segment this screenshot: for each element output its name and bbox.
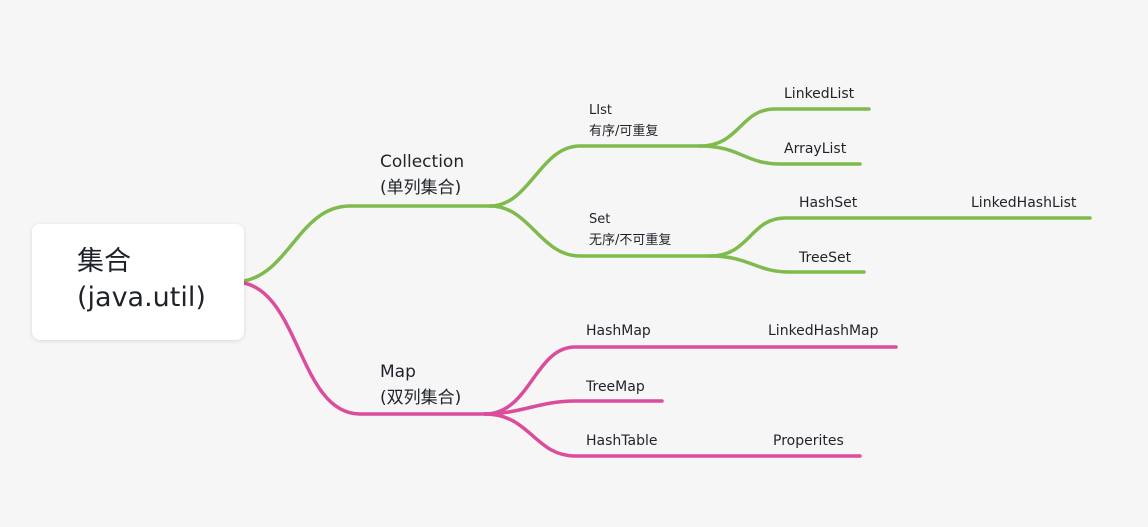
connector-root-collection bbox=[242, 204, 492, 283]
connector-root-map bbox=[242, 281, 487, 416]
linkedhashmap-node[interactable]: LinkedHashMap bbox=[768, 323, 879, 339]
connector-map-hashmap bbox=[483, 345, 898, 416]
set-subtitle: 无序/不可重复 bbox=[589, 233, 672, 248]
connector-set-hashset bbox=[708, 216, 1092, 258]
list-node[interactable]: LIst 有序/可重复 bbox=[589, 100, 658, 142]
connector-list-linkedlist bbox=[698, 107, 871, 148]
properites-node[interactable]: Properites bbox=[773, 433, 844, 449]
linkedhashlist-node[interactable]: LinkedHashList bbox=[971, 195, 1077, 211]
hashmap-node[interactable]: HashMap bbox=[586, 323, 651, 339]
root-title: 集合 bbox=[77, 246, 131, 277]
connector-set-treeset bbox=[708, 254, 866, 274]
treemap-node[interactable]: TreeMap bbox=[586, 379, 645, 395]
root-node[interactable]: 集合 (java.util) bbox=[32, 224, 244, 340]
connector-collection-set bbox=[488, 204, 712, 258]
list-title: LIst bbox=[589, 103, 612, 118]
map-subtitle: (双列集合) bbox=[380, 388, 462, 408]
linkedlist-node[interactable]: LinkedList bbox=[784, 86, 855, 102]
map-title: Map bbox=[380, 362, 416, 382]
list-subtitle: 有序/可重复 bbox=[589, 124, 659, 139]
collection-title: Collection bbox=[380, 152, 465, 172]
arraylist-node[interactable]: ArrayList bbox=[784, 141, 847, 157]
collection-node[interactable]: Collection (单列集合) bbox=[380, 149, 464, 201]
root-subtitle: (java.util) bbox=[77, 282, 206, 313]
connector-list-arraylist bbox=[698, 144, 862, 166]
map-node[interactable]: Map (双列集合) bbox=[380, 359, 461, 411]
treeset-node[interactable]: TreeSet bbox=[799, 250, 852, 266]
set-node[interactable]: Set 无序/不可重复 bbox=[589, 209, 671, 251]
set-title: Set bbox=[589, 212, 611, 227]
hashtable-node[interactable]: HashTable bbox=[586, 433, 658, 449]
collection-subtitle: (单列集合) bbox=[380, 178, 462, 198]
connector-map-hashtable bbox=[483, 412, 862, 458]
connector-collection-list bbox=[488, 144, 702, 208]
hashset-node[interactable]: HashSet bbox=[799, 195, 858, 211]
